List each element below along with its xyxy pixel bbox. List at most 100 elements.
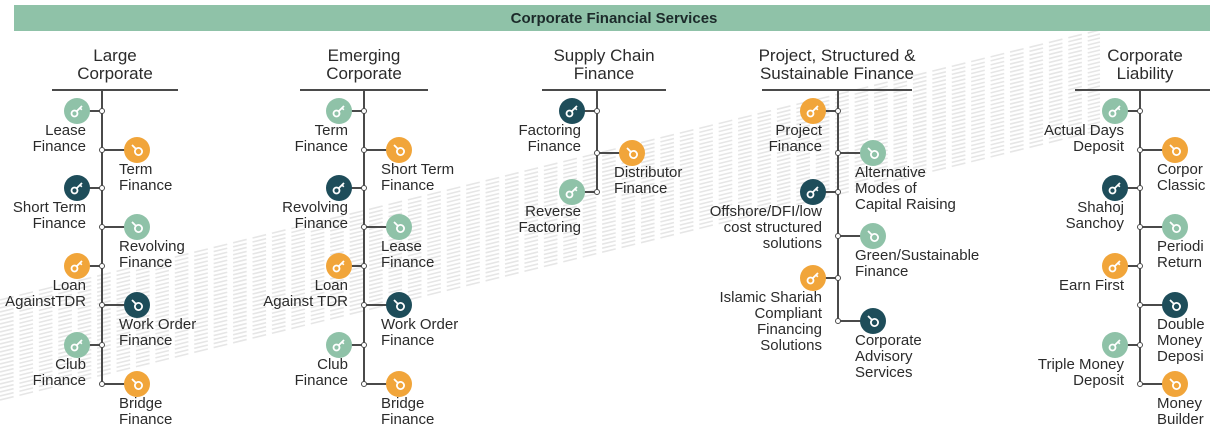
background-stripe <box>0 57 1101 329</box>
magnifier-icon <box>1162 137 1188 163</box>
branch-connector <box>88 265 102 267</box>
branch-connector <box>1140 304 1164 306</box>
service-label-line: Factoring <box>518 122 581 139</box>
branch-connector <box>1126 265 1140 267</box>
column-trunk-line <box>596 90 598 194</box>
branch-node <box>835 318 841 324</box>
magnifier-icon <box>124 214 150 240</box>
branch-node <box>99 185 105 191</box>
branch-connector <box>350 344 364 346</box>
service-label-line: Finance <box>294 138 348 155</box>
service-label-line: Revolving <box>282 199 348 216</box>
banner-title: Corporate Financial Services <box>510 9 718 27</box>
branch-connector <box>824 110 838 112</box>
service-label-line: Bridge <box>381 395 425 412</box>
service-label-line: AgainstTDR <box>5 293 86 310</box>
magnifier-glyph <box>131 221 143 233</box>
branch-node <box>1137 147 1143 153</box>
background-stripe <box>0 105 1101 377</box>
background-stripe <box>0 29 1101 301</box>
branch-connector <box>88 110 102 112</box>
magnifier-icon <box>860 223 886 249</box>
column-title-line: Emerging <box>327 46 401 65</box>
service-label-line: Advisory <box>855 348 913 365</box>
key-glyph <box>806 105 819 118</box>
column-trunk-line <box>363 90 365 386</box>
branch-node <box>835 108 841 114</box>
magnifier-glyph <box>131 378 143 390</box>
column-trunk-line <box>1139 90 1141 386</box>
key-icon <box>1102 175 1128 201</box>
service-label-line: Finance <box>527 138 581 155</box>
service-label-line: Term <box>119 161 153 178</box>
branch-connector <box>1126 344 1140 346</box>
key-glyph <box>1108 182 1121 195</box>
branch-node <box>1137 381 1143 387</box>
service-label-line: Deposit <box>1073 372 1124 389</box>
service-label-line: Double <box>1157 316 1205 333</box>
column-title-line: Corporate <box>326 64 402 83</box>
branch-connector <box>583 191 597 193</box>
service-label-line: Corpor <box>1157 161 1203 178</box>
service-label-line: Finance <box>768 138 822 155</box>
service-label-line: Finance <box>294 372 348 389</box>
magnifier-icon <box>386 292 412 318</box>
service-label-line: Earn First <box>1058 277 1124 294</box>
background-stripe <box>0 73 1101 345</box>
service-label-line: Triple Money <box>1037 356 1124 373</box>
key-glyph <box>70 339 83 352</box>
column-title-line: Project, Structured & <box>758 46 916 65</box>
service-label-line: solutions <box>762 235 822 252</box>
magnifier-glyph <box>1169 299 1181 311</box>
service-label-line: Finance <box>119 411 173 428</box>
branch-node <box>1137 263 1143 269</box>
service-label-line: Sanchoy <box>1065 215 1124 232</box>
background-stripe <box>0 101 1101 373</box>
branch-node <box>594 108 600 114</box>
background-stripe <box>0 85 1101 357</box>
branch-connector <box>364 149 388 151</box>
branch-node <box>99 263 105 269</box>
service-label-line: Money <box>1157 395 1203 412</box>
key-glyph <box>565 186 578 199</box>
service-label-line: Finance <box>119 332 173 349</box>
branch-node <box>1137 108 1143 114</box>
branch-connector <box>838 320 862 322</box>
branch-connector <box>350 187 364 189</box>
background-stripe <box>0 125 1101 397</box>
branch-connector <box>838 235 862 237</box>
key-icon <box>64 98 90 124</box>
column-header-bar <box>542 89 666 91</box>
branch-node <box>361 342 367 348</box>
background-stripe <box>0 81 1101 353</box>
background-stripe <box>0 53 1101 325</box>
branch-connector <box>364 304 388 306</box>
service-label-line: Deposit <box>1073 138 1124 155</box>
background-stripe <box>0 37 1101 309</box>
branch-connector <box>1126 110 1140 112</box>
service-label-line: Shahoj <box>1077 199 1124 216</box>
service-label-line: Periodi <box>1157 238 1204 255</box>
service-label-line: Club <box>317 356 348 373</box>
magnifier-icon <box>860 308 886 334</box>
service-label-line: Islamic Shariah <box>719 289 822 306</box>
magnifier-glyph <box>626 147 638 159</box>
branch-connector <box>88 344 102 346</box>
magnifier-glyph <box>131 299 143 311</box>
